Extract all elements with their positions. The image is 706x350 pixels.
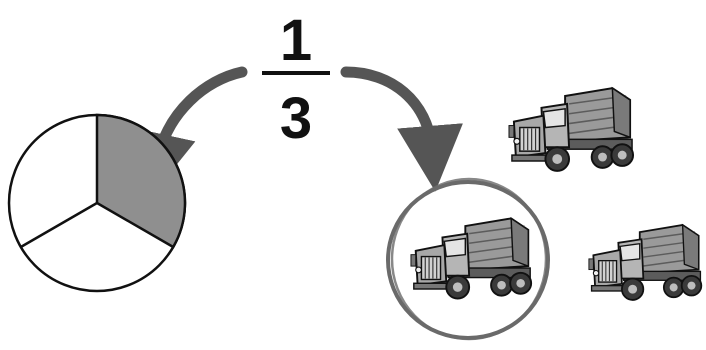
dump-truck-icon xyxy=(589,225,701,300)
fraction-denominator: 3 xyxy=(280,86,312,151)
pie-chart-icon xyxy=(9,115,185,291)
fraction-numerator: 1 xyxy=(280,8,312,73)
curved-arrow-icon xyxy=(346,72,432,150)
fraction: 1 3 xyxy=(262,8,330,151)
curved-arrow-icon xyxy=(158,72,242,158)
dump-truck-icon xyxy=(509,88,633,171)
dump-truck-icon xyxy=(411,218,531,298)
